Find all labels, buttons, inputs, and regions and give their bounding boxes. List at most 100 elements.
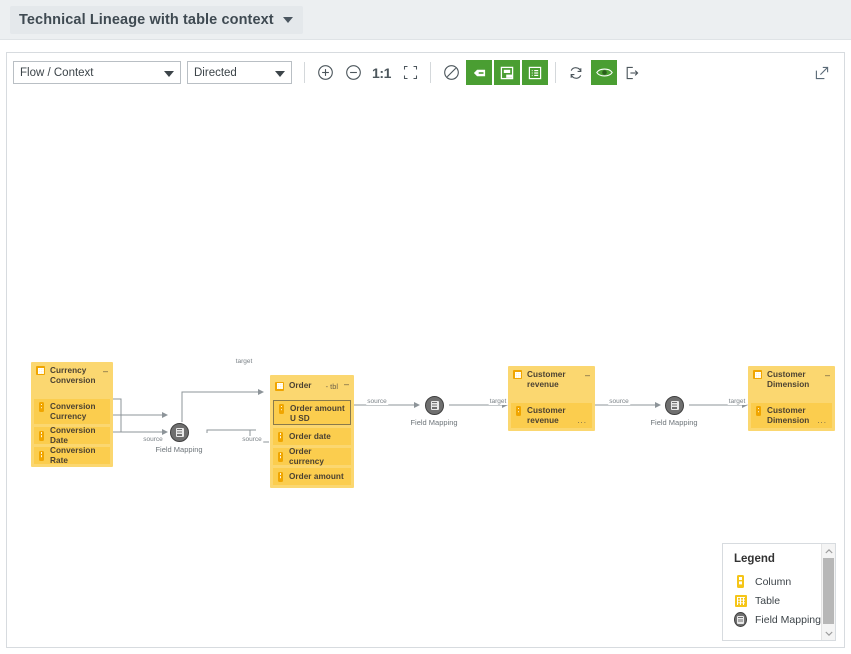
column-label: Conversion Rate <box>50 445 96 465</box>
edge-label-icon <box>473 69 485 76</box>
legend-item-table: Table <box>734 591 835 610</box>
zoom-ratio-button[interactable]: 1:1 <box>372 64 392 81</box>
field-mapping-node[interactable] <box>170 423 189 442</box>
refresh-icon <box>570 66 582 79</box>
legend-item-column: Column <box>734 572 835 591</box>
fit-to-screen-icon <box>403 65 417 80</box>
field-mapping-label: Field Mapping <box>410 418 458 427</box>
field-mapping-label: Field Mapping <box>155 445 203 454</box>
column-overflow-indicator: ... <box>577 416 587 425</box>
edge-layer <box>111 389 748 443</box>
zoom-in-button[interactable] <box>312 60 338 85</box>
no-entry-icon <box>443 65 459 80</box>
toggle-node-detail-button[interactable] <box>494 60 521 85</box>
graph-canvas[interactable]: target source source source target sourc… <box>7 92 844 647</box>
chevron-down-icon <box>164 71 174 77</box>
collapse-toggle[interactable]: – <box>343 379 349 389</box>
table-icon <box>513 370 522 379</box>
toolbar-divider <box>430 62 432 83</box>
app-header: Technical Lineage with table context <box>0 0 851 40</box>
collapse-toggle[interactable]: – <box>584 370 590 380</box>
export-button[interactable] <box>619 60 645 85</box>
legend-title: Legend <box>734 553 775 565</box>
table-node-header[interactable]: Customer revenue – <box>508 366 595 400</box>
no-entry-button[interactable] <box>438 60 464 85</box>
table-icon <box>734 594 747 607</box>
table-node-customer-dimension[interactable]: Customer Dimension – Customer Dimension … <box>748 366 835 431</box>
direction-select[interactable]: Directed <box>187 61 292 84</box>
column-row[interactable]: Order amount <box>273 468 351 485</box>
chevron-up-icon[interactable] <box>822 544 835 557</box>
edge-label: target <box>488 398 508 405</box>
field-mapping-node[interactable] <box>425 396 444 415</box>
column-icon <box>279 404 284 414</box>
collapse-toggle[interactable]: – <box>102 366 108 376</box>
column-row[interactable]: Order currency <box>273 446 351 466</box>
page-title-dropdown[interactable]: Technical Lineage with table context <box>10 6 303 34</box>
column-row[interactable]: Order date <box>273 428 351 445</box>
refresh-button[interactable] <box>563 60 589 85</box>
column-label: Conversion Date <box>50 425 96 445</box>
table-node-header[interactable]: Order - tbl – <box>270 375 354 397</box>
legend-scroll-thumb[interactable] <box>823 558 834 624</box>
visibility-button[interactable] <box>591 60 618 85</box>
legend-item-label: Column <box>755 575 792 588</box>
table-icon <box>753 370 762 379</box>
column-label: Order amount <box>289 471 344 481</box>
column-icon <box>39 450 44 461</box>
table-node-title: Customer revenue <box>527 370 566 389</box>
table-node-header[interactable]: Currency Conversion – <box>31 362 113 396</box>
column-row[interactable]: Conversion Rate <box>34 445 110 465</box>
field-mapping-label: Field Mapping <box>650 418 698 427</box>
column-list: Order amount U SD Order date Order curre… <box>270 400 354 488</box>
zoom-in-icon <box>317 65 333 80</box>
column-label: Order currency <box>289 446 324 466</box>
chevron-down-icon[interactable] <box>822 627 835 640</box>
column-icon <box>278 471 283 482</box>
column-row[interactable]: Customer revenue ... <box>511 403 592 428</box>
collapse-toggle[interactable]: – <box>824 370 830 380</box>
flow-context-select[interactable]: Flow / Context <box>13 61 181 84</box>
expand-external-button[interactable] <box>810 61 834 85</box>
table-icon <box>275 381 284 391</box>
edge-label: target <box>234 358 254 365</box>
table-node-currency-conversion[interactable]: Currency Conversion – Conversion Currenc… <box>31 362 113 467</box>
toggle-columns-button[interactable] <box>522 60 549 85</box>
chevron-down-icon <box>275 71 285 77</box>
table-node-title: Currency Conversion <box>50 366 96 385</box>
column-list: Customer Dimension ... <box>748 403 835 431</box>
column-label: Order amount U SD <box>290 404 345 423</box>
column-label: Order date <box>289 431 331 441</box>
column-row[interactable]: Conversion Currency <box>34 399 110 424</box>
chevron-down-icon <box>282 17 293 23</box>
node-collapse-icon <box>500 66 514 79</box>
toggle-edge-labels-button[interactable] <box>466 60 493 85</box>
field-mapping-node[interactable] <box>665 396 684 415</box>
export-icon <box>626 66 639 79</box>
column-overflow-indicator: ... <box>817 416 827 425</box>
edge-label: source <box>608 398 630 405</box>
table-node-customer-revenue[interactable]: Customer revenue – Customer revenue ... <box>508 366 595 431</box>
column-row[interactable]: Conversion Date <box>34 425 110 445</box>
table-icon <box>36 366 45 375</box>
fit-to-screen-button[interactable] <box>397 60 423 85</box>
legend-item-label: Table <box>755 594 781 607</box>
field-mapping-icon <box>430 401 439 410</box>
edge-label: source <box>142 436 164 443</box>
expand-external-icon <box>815 66 829 80</box>
column-icon <box>516 406 521 416</box>
field-mapping-icon <box>734 612 747 627</box>
column-row[interactable]: Customer Dimension ... <box>751 403 832 428</box>
edge-label: source <box>241 436 263 443</box>
zoom-out-icon <box>345 65 361 80</box>
column-row[interactable]: Order amount U SD <box>273 400 351 425</box>
flow-context-value: Flow / Context <box>20 66 94 79</box>
field-mapping-icon <box>670 401 679 410</box>
toolbar-divider <box>304 62 305 83</box>
table-node-order[interactable]: Order - tbl – Order amount U SD Order da… <box>270 375 354 488</box>
legend-scrollbar[interactable] <box>821 544 835 640</box>
table-node-header[interactable]: Customer Dimension – <box>748 366 835 400</box>
zoom-out-button[interactable] <box>340 60 366 85</box>
column-label: Customer revenue <box>527 406 566 425</box>
table-node-title: Order <box>289 381 312 391</box>
